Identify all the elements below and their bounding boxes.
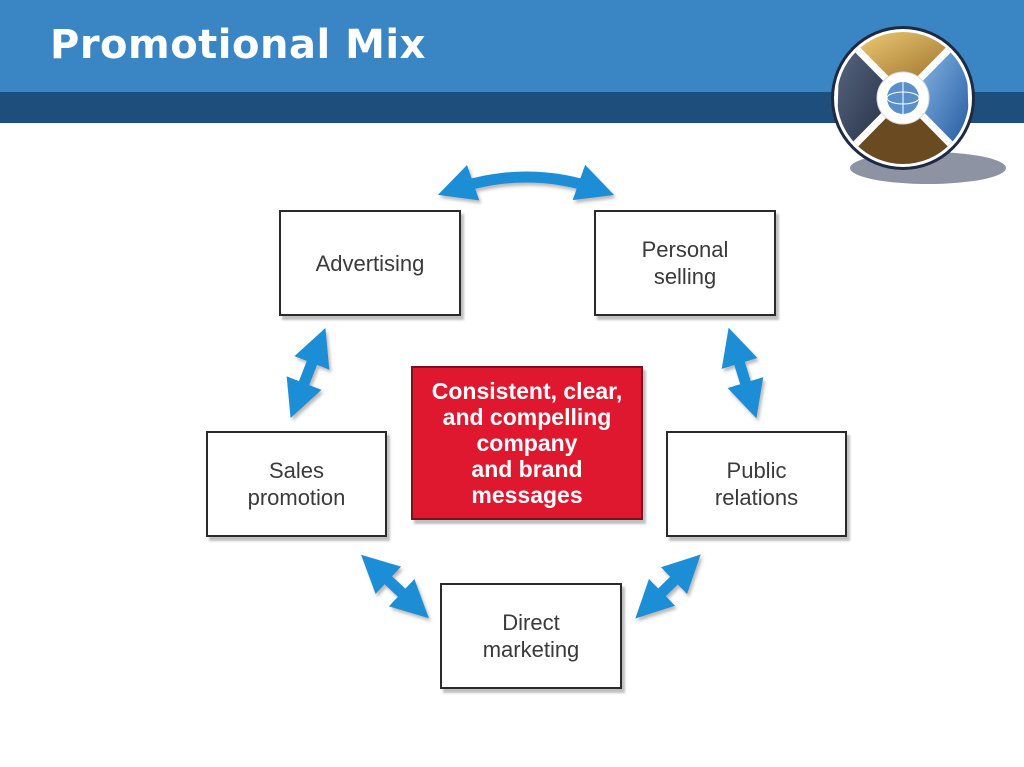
arrow-advertising-sales-promotion xyxy=(286,328,330,418)
node-personal-selling: Personal selling xyxy=(594,210,776,316)
arrow-personal-selling-public-relations xyxy=(721,327,764,419)
center-message-box: Consistent, clear, and compelling compan… xyxy=(411,366,643,520)
arrow-sales-promotion-direct-marketing xyxy=(361,554,429,619)
corner-logo xyxy=(831,26,1006,184)
node-advertising: Advertising xyxy=(279,210,461,316)
arrow-advertising-personal-selling xyxy=(437,164,615,201)
arrow-public-relations-direct-marketing xyxy=(635,554,701,619)
node-public-relations: Public relations xyxy=(666,431,847,537)
node-direct-marketing: Direct marketing xyxy=(440,583,622,689)
node-sales-promotion: Sales promotion xyxy=(206,431,387,537)
slide-title: Promotional Mix xyxy=(50,22,426,68)
